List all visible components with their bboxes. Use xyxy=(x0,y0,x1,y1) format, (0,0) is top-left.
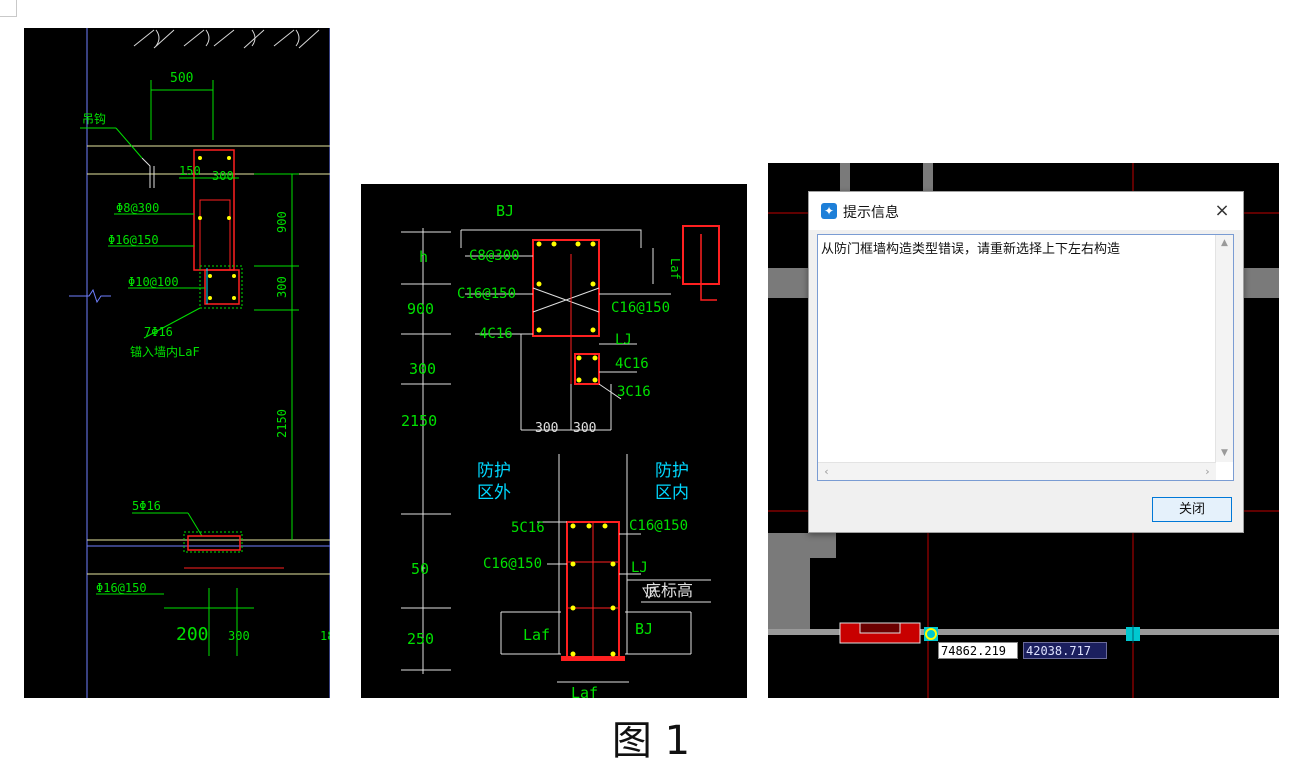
label-4c16-a: 4C16 xyxy=(479,326,513,342)
dim-2150: 2150 xyxy=(401,412,437,430)
label-laf-side: Laf xyxy=(668,258,682,280)
message-textarea[interactable]: 从防门框墙构造类型错误，请重新选择上下左右构造 ▲ ▼ ‹ › xyxy=(817,234,1234,481)
vertical-scrollbar[interactable]: ▲ ▼ xyxy=(1215,235,1233,462)
dim-250: 250 xyxy=(407,630,434,648)
message-text: 从防门框墙构造类型错误，请重新选择上下左右构造 xyxy=(821,242,1121,257)
coord-y-input[interactable]: 42038.717 xyxy=(1023,642,1107,659)
close-icon[interactable]: × xyxy=(1214,200,1230,221)
label-phi8: Φ8@300 xyxy=(116,201,159,215)
label-c16-b2: C16@150 xyxy=(483,556,542,572)
dim-500: 500 xyxy=(170,71,193,86)
scroll-left-icon[interactable]: ‹ xyxy=(824,465,829,478)
label-phi10: Φ10@100 xyxy=(128,275,179,289)
dim-150: 150 xyxy=(179,164,201,178)
dim-edge: 18 xyxy=(320,629,330,643)
message-dialog: ✦ 提示信息 × 从防门框墙构造类型错误，请重新选择上下左右构造 ▲ ▼ ‹ ›… xyxy=(808,191,1244,533)
label-3c16: 3C16 xyxy=(617,384,651,400)
label-c16-left: C16@150 xyxy=(457,286,516,302)
label-5c16: 5C16 xyxy=(511,520,545,536)
label-lj-top: LJ xyxy=(615,332,632,348)
dim-200: 200 xyxy=(176,624,209,645)
label-bj-top: BJ xyxy=(496,202,514,220)
label-hook: 吊钩 xyxy=(82,112,106,126)
scroll-right-icon[interactable]: › xyxy=(1205,465,1210,478)
dim-300b: 300 xyxy=(573,421,596,436)
cad-panel-middle: h 900 300 2150 50 250 BJ C8@300 C16@150 … xyxy=(361,184,747,698)
label-c16-right: C16@150 xyxy=(611,300,670,316)
label-bj-bottom: BJ xyxy=(635,620,653,638)
label-4c16-b: 4C16 xyxy=(615,356,649,372)
dim-2150: 2150 xyxy=(275,409,289,438)
dim-900: 900 xyxy=(275,211,289,233)
label-phi16-bottom: Φ16@150 xyxy=(96,581,147,595)
label-laf-bottom: Laf xyxy=(571,684,598,698)
coord-x-input[interactable]: 74862.219 xyxy=(938,642,1018,659)
app-icon: ✦ xyxy=(821,203,837,219)
figure-caption: 图 1 xyxy=(611,718,691,764)
label-bottom-elevation: 底标高 xyxy=(645,581,693,600)
scroll-down-icon[interactable]: ▼ xyxy=(1221,448,1228,458)
dim-300-bottom: 300 xyxy=(228,629,250,643)
cad-panel-left: 500 150 300 900 300 2150 吊钩 Φ8@300 Φ16@1… xyxy=(24,28,330,698)
cad-drawing-left: 500 150 300 900 300 2150 吊钩 Φ8@300 Φ16@1… xyxy=(69,28,330,698)
label-inside-2: 区内 xyxy=(655,483,689,503)
dialog-title: 提示信息 xyxy=(843,205,899,221)
label-phi16-150: Φ16@150 xyxy=(108,233,159,247)
label-7phi16: 7Φ16 xyxy=(144,325,173,339)
page-corner-marker xyxy=(0,0,17,17)
hatch-top xyxy=(133,29,320,49)
dim-300-top: 300 xyxy=(212,169,234,183)
label-c8: C8@300 xyxy=(469,248,520,264)
label-inside-1: 防护 xyxy=(655,461,689,481)
dim-300a: 300 xyxy=(535,421,558,436)
horizontal-scrollbar[interactable]: ‹ › xyxy=(818,462,1216,480)
label-outside-1: 防护 xyxy=(477,461,511,481)
scroll-up-icon[interactable]: ▲ xyxy=(1221,238,1228,248)
label-lj-bottom: LJ xyxy=(631,560,648,576)
dim-300-right: 300 xyxy=(275,276,289,298)
label-outside-2: 区外 xyxy=(477,483,511,503)
dim-300: 300 xyxy=(409,360,436,378)
dim-h: h xyxy=(419,248,428,266)
label-laf-left: Laf xyxy=(523,626,550,644)
cad-drawing-middle: h 900 300 2150 50 250 BJ C8@300 C16@150 … xyxy=(401,202,720,698)
label-5phi16: 5Φ16 xyxy=(132,499,161,513)
dim-900: 900 xyxy=(407,300,434,318)
label-c16-b1: C16@150 xyxy=(629,518,688,534)
dialog-title-bar[interactable]: ✦ 提示信息 × xyxy=(809,192,1243,230)
label-anchor: 锚入墙内LaF xyxy=(130,344,200,359)
dim-50: 50 xyxy=(411,560,429,578)
close-button[interactable]: 关闭 xyxy=(1152,497,1232,522)
